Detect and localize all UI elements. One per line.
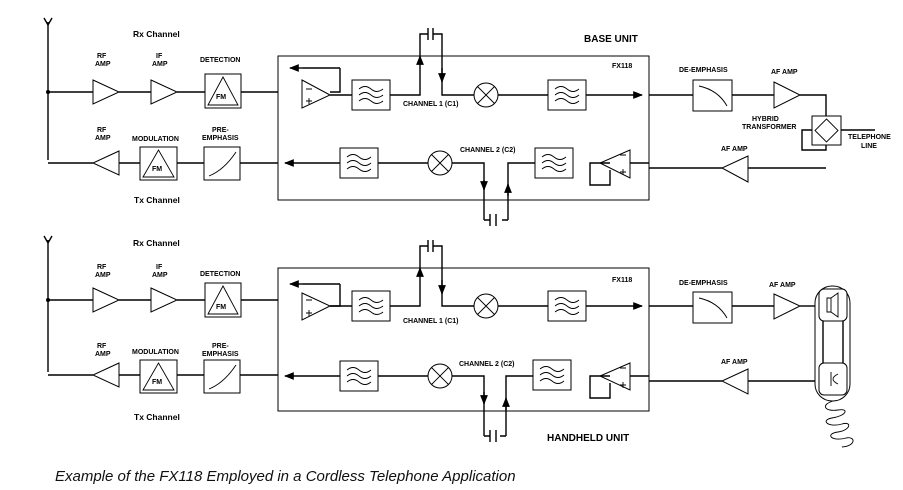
hh-tx-rf-amp-label-2: AMP [95, 351, 111, 358]
hh-channel2-label: CHANNEL 2 (C2) [459, 361, 515, 368]
channel2-label: CHANNEL 2 (C2) [460, 147, 516, 154]
hh-tx-mixer-icon [427, 363, 453, 389]
hh-tx-lowpass-filter-icon [339, 360, 379, 392]
hh-fx118-label: FX118 [612, 277, 632, 284]
rf-amp-label-2: AMP [95, 61, 111, 68]
tx-bandpass-filter-icon [534, 147, 574, 179]
if-amp-label: IF [156, 53, 163, 60]
fm-label: FM [216, 94, 226, 101]
hh-detection-label: DETECTION [200, 271, 240, 278]
pre-emphasis-label-2: EMPHASIS [202, 135, 239, 142]
hh-tx-bandpass-filter-icon [532, 359, 572, 391]
fx118-chip-box [277, 55, 650, 201]
hh-fx118-chip-box [277, 267, 650, 412]
hh-tx-channel-label: Tx Channel [134, 412, 180, 422]
hh-de-emphasis-label: DE-EMPHASIS [679, 280, 728, 287]
handheld-antenna-icon [43, 235, 53, 245]
hh-rf-amp-label: RF [97, 264, 107, 271]
hh-pre-emphasis-block [203, 359, 241, 394]
hh-tx-af-amp-label: AF AMP [721, 359, 748, 366]
channel1-label: CHANNEL 1 (C1) [403, 101, 459, 108]
c2-capacitor-icon [489, 214, 497, 226]
rf-amp-label: RF [97, 53, 107, 60]
hh-rf-amp-label-2: AMP [95, 272, 111, 279]
fm-modulator-block [139, 146, 178, 181]
hh-rx-mixer-icon [473, 293, 499, 319]
hh-de-emphasis-block [692, 291, 733, 324]
if-amp-label-2: AMP [152, 61, 168, 68]
base-unit-section: Rx Channel RF AMP IF AMP DETECTION FM RF… [43, 17, 891, 226]
hh-modulation-label: MODULATION [132, 349, 179, 356]
rx-mixer-icon [473, 82, 499, 108]
rx-af-amp-triangle-icon [773, 81, 802, 109]
tx-channel-label: Tx Channel [134, 195, 180, 205]
hh-channel1-label: CHANNEL 1 (C1) [403, 318, 459, 325]
base-unit-title: BASE UNIT [584, 34, 638, 45]
tx-lowpass-filter-icon [339, 147, 379, 179]
af-amp-label: AF AMP [771, 69, 798, 76]
fx118-label: FX118 [612, 63, 632, 70]
handheld-unit-title: HANDHELD UNIT [547, 433, 629, 444]
hh-tx-af-amp-triangle-icon [720, 368, 749, 395]
hybrid-label-2: TRANSFORMER [742, 124, 796, 131]
hh-fm-modulator-block [139, 359, 178, 394]
hh-c1-capacitor-icon [427, 240, 434, 252]
hh-mod-fm-label: FM [152, 379, 162, 386]
rx-lowpass-filter-icon [351, 79, 391, 111]
hh-fm-label: FM [216, 304, 226, 311]
hh-pre-emphasis-label-2: EMPHASIS [202, 351, 239, 358]
hh-fm-detector-block [204, 282, 242, 318]
handheld-unit-section: Rx Channel RF AMP IF AMP DETECTION FM RF… [43, 235, 854, 448]
hh-if-amp-label: IF [156, 264, 163, 271]
hh-tx-rf-amp-triangle-icon [91, 362, 120, 388]
tx-rf-amp-triangle-icon [91, 150, 120, 176]
pre-emphasis-label: PRE- [212, 127, 229, 134]
detection-label: DETECTION [200, 57, 240, 64]
modulation-label: MODULATION [132, 136, 179, 143]
handset-cord-icon [824, 400, 854, 448]
c1-capacitor-icon [427, 28, 434, 40]
figure-caption: Example of the FX118 Employed in a Cordl… [55, 468, 516, 485]
telephone-line-label-2: LINE [861, 143, 877, 150]
pre-emphasis-block [203, 146, 241, 181]
hh-rx-af-amp-triangle-icon [773, 293, 802, 320]
rx-channel-label: Rx Channel [133, 29, 180, 39]
hybrid-transformer-block [811, 115, 842, 146]
antenna-icon [43, 17, 53, 27]
hh-if-amp-triangle-icon [150, 287, 179, 313]
hybrid-label: HYBRID [752, 116, 779, 123]
hh-rf-amp-triangle-icon [92, 287, 121, 313]
mod-fm-label: FM [152, 166, 162, 173]
de-emphasis-label: DE-EMPHASIS [679, 67, 728, 74]
hh-if-amp-label-2: AMP [152, 272, 168, 279]
hh-rx-lowpass-filter-icon [351, 290, 391, 322]
telephone-line-label: TELEPHONE [848, 134, 891, 141]
tx-limiter-amp-icon [598, 149, 631, 179]
tx-rf-amp-label: RF [97, 127, 107, 134]
hh-rx-bandpass-filter-icon [547, 290, 587, 322]
handset-earpiece-icon [818, 288, 848, 322]
hh-af-amp-label: AF AMP [769, 282, 796, 289]
tx-mixer-icon [427, 150, 453, 176]
hh-tx-limiter-amp-icon [598, 362, 631, 391]
hh-rx-channel-label: Rx Channel [133, 238, 180, 248]
hh-pre-emphasis-label: PRE- [212, 343, 229, 350]
fm-detector-block [204, 73, 242, 109]
rf-amp-triangle-icon [92, 79, 121, 105]
tx-af-amp-label: AF AMP [721, 146, 748, 153]
de-emphasis-block [692, 79, 733, 112]
if-amp-triangle-icon [150, 79, 179, 105]
hh-tx-rf-amp-label: RF [97, 343, 107, 350]
tx-af-amp-triangle-icon [720, 155, 749, 183]
tx-rf-amp-label-2: AMP [95, 135, 111, 142]
hh-c2-capacitor-icon [489, 430, 497, 442]
rx-bandpass-filter-icon [547, 79, 587, 111]
